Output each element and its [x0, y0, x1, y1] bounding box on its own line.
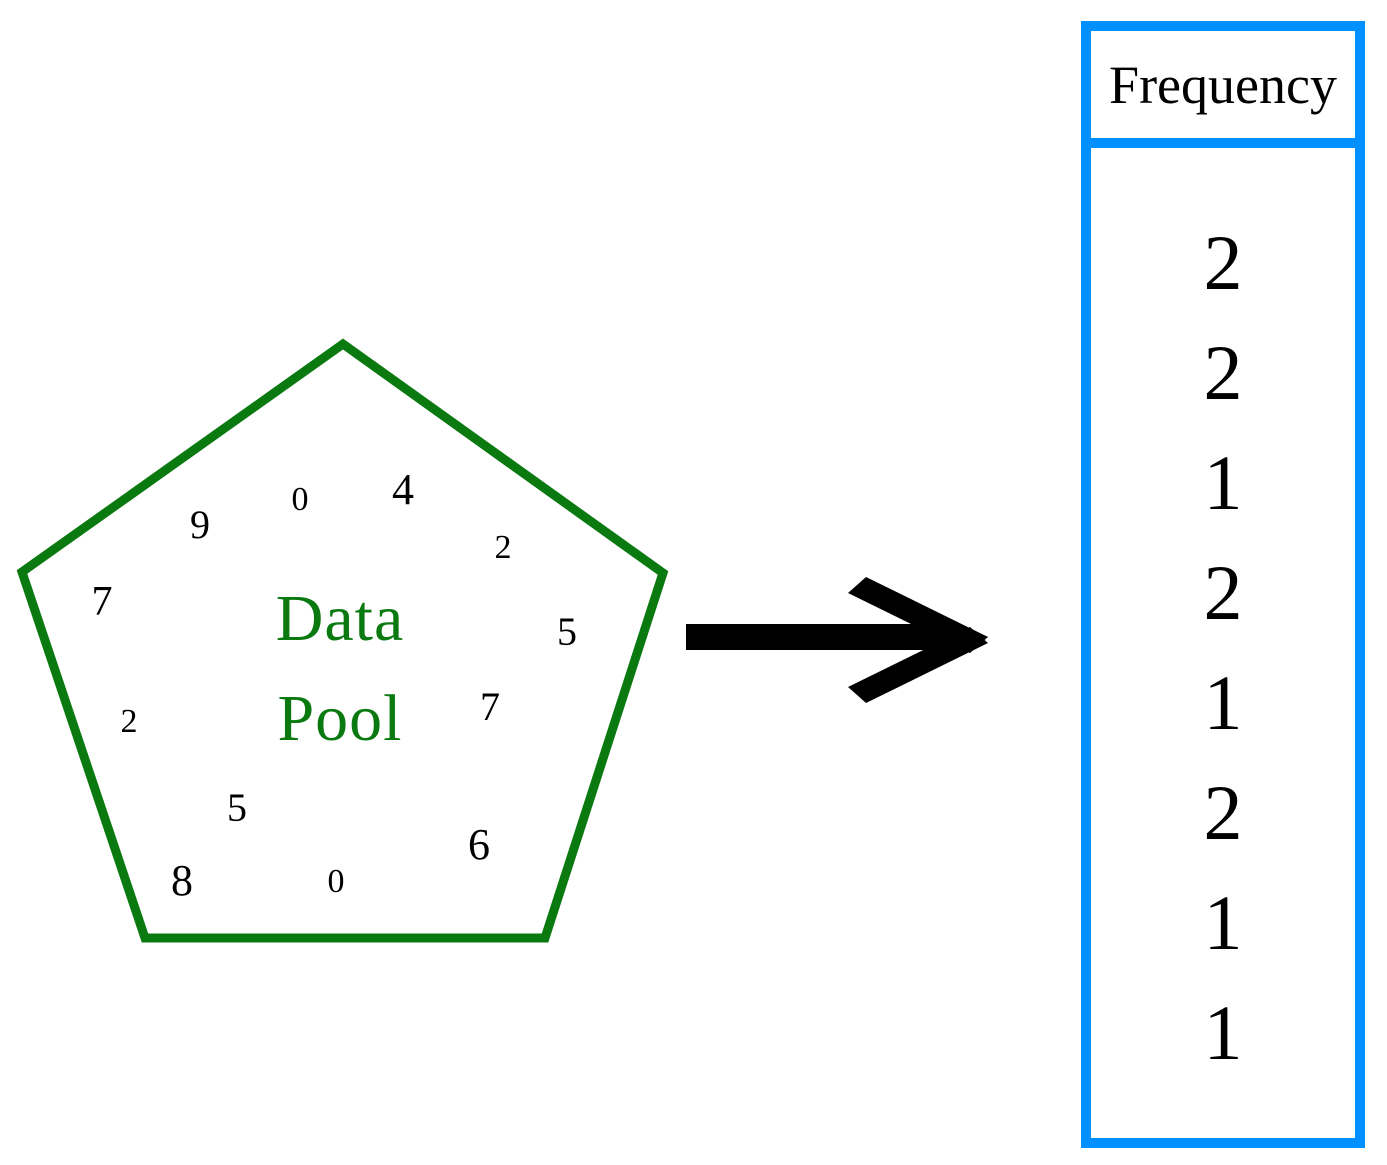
right-arrow-icon: [686, 577, 988, 703]
frequency-cell: 1: [1203, 439, 1243, 526]
pool-digit: 8: [171, 856, 193, 905]
data-pool-label-line1: Data: [275, 582, 405, 655]
frequency-cell: 2: [1203, 549, 1243, 636]
frequency-cell: 2: [1203, 329, 1243, 416]
pool-digit: 0: [291, 481, 309, 518]
pool-digit: 4: [392, 465, 414, 514]
pool-digit: 7: [91, 579, 113, 625]
data-pool-label-line2: Pool: [277, 682, 403, 755]
pool-digit: 2: [494, 529, 512, 566]
data-pool-group: Data Pool 9 0 4 2 7 5 2 7 5 6 8 0: [0, 0, 700, 980]
pool-digit: 0: [327, 863, 345, 900]
pool-digit: 2: [120, 703, 138, 740]
pool-digit: 9: [190, 502, 210, 547]
pentagon-shape: [16, 338, 669, 943]
pool-digit: 5: [557, 609, 577, 654]
frequency-cell: 2: [1203, 219, 1243, 306]
frequency-cell: 2: [1203, 769, 1243, 856]
frequency-table-header: Frequency: [1091, 31, 1355, 148]
pool-digit: 5: [227, 785, 247, 830]
frequency-cell: 1: [1203, 659, 1243, 746]
frequency-table: Frequency 2 2 1 2 1 2 1 1: [1081, 21, 1365, 1148]
frequency-cell: 1: [1203, 879, 1243, 966]
frequency-header-label: Frequency: [1109, 54, 1337, 115]
pool-digit: 6: [468, 820, 490, 869]
pool-digit: 7: [480, 684, 500, 729]
frequency-cell: 1: [1203, 989, 1243, 1076]
frequency-table-body: 2 2 1 2 1 2 1 1: [1091, 148, 1355, 1138]
